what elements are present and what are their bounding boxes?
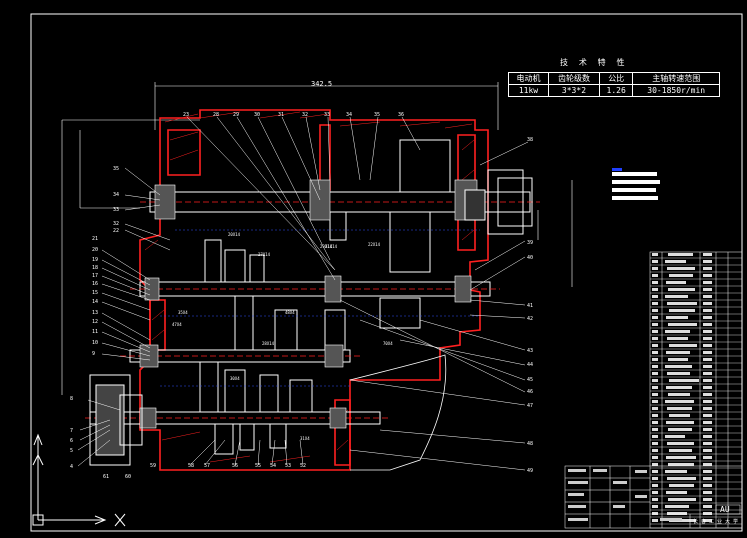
spec-table-title: 技 术 特 性 <box>560 58 628 67</box>
part-number-top-29: 29 <box>233 112 239 118</box>
part-number-left-7: 7 <box>70 428 73 434</box>
leader-lines <box>77 116 529 471</box>
part-number-top-23: 23 <box>183 112 189 118</box>
part-number-left-21: 21 <box>92 236 98 242</box>
part-number-bottom-57: 57 <box>204 463 210 469</box>
gear-label-7: 28X14 <box>262 341 275 346</box>
notes-block <box>612 168 660 200</box>
title-block <box>564 465 743 529</box>
spec-header-motor: 电动机 <box>508 72 549 85</box>
part-number-right-49: 49 <box>527 468 533 474</box>
gear-label-3: 22X14 <box>368 242 381 247</box>
part-number-right-46: 46 <box>527 389 533 395</box>
part-number-top-35: 35 <box>374 112 380 118</box>
part-number-bottom-58: 58 <box>188 463 194 469</box>
part-number-left-16: 16 <box>92 281 98 287</box>
part-number-left-11: 11 <box>92 329 98 335</box>
spec-value-speed-range: 30-1850r/min <box>632 84 720 97</box>
gear-label-11: 31X14 <box>325 244 338 249</box>
part-number-right-39: 39 <box>527 240 533 246</box>
part-number-right-42: 42 <box>527 316 533 322</box>
sheet-mark: AU <box>720 505 730 514</box>
part-number-right-38: 38 <box>527 137 533 143</box>
part-number-left-13: 13 <box>92 310 98 316</box>
top-dimension-text: 342.5 <box>311 80 333 88</box>
part-number-right-43: 43 <box>527 348 533 354</box>
part-number-left-35: 35 <box>113 166 119 172</box>
part-number-bottom-53: 53 <box>285 463 291 469</box>
part-number-right-48: 48 <box>527 441 533 447</box>
part-number-left-20: 20 <box>92 247 98 253</box>
part-number-left-32: 32 <box>113 221 119 227</box>
part-number-top-33: 33 <box>324 112 330 118</box>
part-number-left-18: 18 <box>92 265 98 271</box>
school-label: 长 春 工 业 大 学 <box>693 519 739 525</box>
gearbox-housing <box>139 109 489 471</box>
part-number-left-8: 8 <box>70 396 73 402</box>
part-number-bottom-56: 56 <box>232 463 238 469</box>
ucs-icon <box>32 433 126 527</box>
gear-label-1: 27X14 <box>258 252 271 257</box>
gear-label-5: 47X4 <box>172 322 182 327</box>
part-number-left-6: 6 <box>70 438 73 444</box>
part-number-right-45: 45 <box>527 377 533 383</box>
part-number-right-47: 47 <box>527 403 533 409</box>
shafts <box>89 191 531 425</box>
input-pulley <box>89 374 143 466</box>
spec-value-gear-stages: 3*3*2 <box>547 84 600 97</box>
part-number-left-22: 22 <box>113 228 119 234</box>
gear-label-9: 70X4 <box>383 341 393 346</box>
parts-list-table <box>649 251 743 529</box>
part-number-top-31: 31 <box>278 112 284 118</box>
part-number-left-19: 19 <box>92 257 98 263</box>
part-number-right-41: 41 <box>527 303 533 309</box>
part-number-bottom-55: 55 <box>255 463 261 469</box>
part-number-left-34: 34 <box>113 192 119 198</box>
spec-header-ratio: 公比 <box>598 72 634 85</box>
part-number-left-9: 9 <box>92 351 95 357</box>
spec-value-ratio: 1.26 <box>598 84 634 97</box>
part-number-top-34: 34 <box>346 112 352 118</box>
part-number-left-5: 5 <box>70 448 73 454</box>
spec-table: 电动机 齿轮级数 公比 主轴转速范围 11kw 3*3*2 1.26 30-18… <box>508 72 720 97</box>
part-number-top-30: 30 <box>254 112 260 118</box>
part-number-top-28: 28 <box>213 112 219 118</box>
part-number-top-36: 36 <box>398 112 404 118</box>
part-number-left-4: 4 <box>70 464 73 470</box>
section-hatching <box>144 111 475 463</box>
part-number-left-17: 17 <box>92 273 98 279</box>
part-number-left-14: 14 <box>92 299 98 305</box>
part-number-left-10: 10 <box>92 340 98 346</box>
part-number-left-12: 12 <box>92 319 98 325</box>
centerlines-blue <box>160 229 480 387</box>
part-number-bottom-60: 60 <box>125 474 131 480</box>
spec-header-speed-range: 主轴转速范围 <box>632 72 720 85</box>
spec-value-motor: 11kw <box>508 84 549 97</box>
gear-label-4: 35X4 <box>178 310 188 315</box>
gear-label-10: 31X4 <box>300 436 310 441</box>
part-number-bottom-54: 54 <box>270 463 276 469</box>
gear-label-8: 30X4 <box>230 376 240 381</box>
gear-label-6: 48X4 <box>285 310 295 315</box>
bearings <box>139 179 478 429</box>
part-number-left-15: 15 <box>92 290 98 296</box>
part-number-top-32: 32 <box>302 112 308 118</box>
part-number-bottom-61: 61 <box>103 474 109 480</box>
part-number-bottom-52: 52 <box>300 463 306 469</box>
gears <box>199 139 451 455</box>
spec-header-gear-stages: 齿轮级数 <box>547 72 600 85</box>
part-number-left-33: 33 <box>113 207 119 213</box>
spindle-flange <box>464 169 533 235</box>
part-number-right-40: 40 <box>527 255 533 261</box>
part-number-right-44: 44 <box>527 362 533 368</box>
part-number-bottom-59: 59 <box>150 463 156 469</box>
gear-label-0: 20X14 <box>228 232 241 237</box>
gear-label-2: 29X14 <box>320 244 333 249</box>
